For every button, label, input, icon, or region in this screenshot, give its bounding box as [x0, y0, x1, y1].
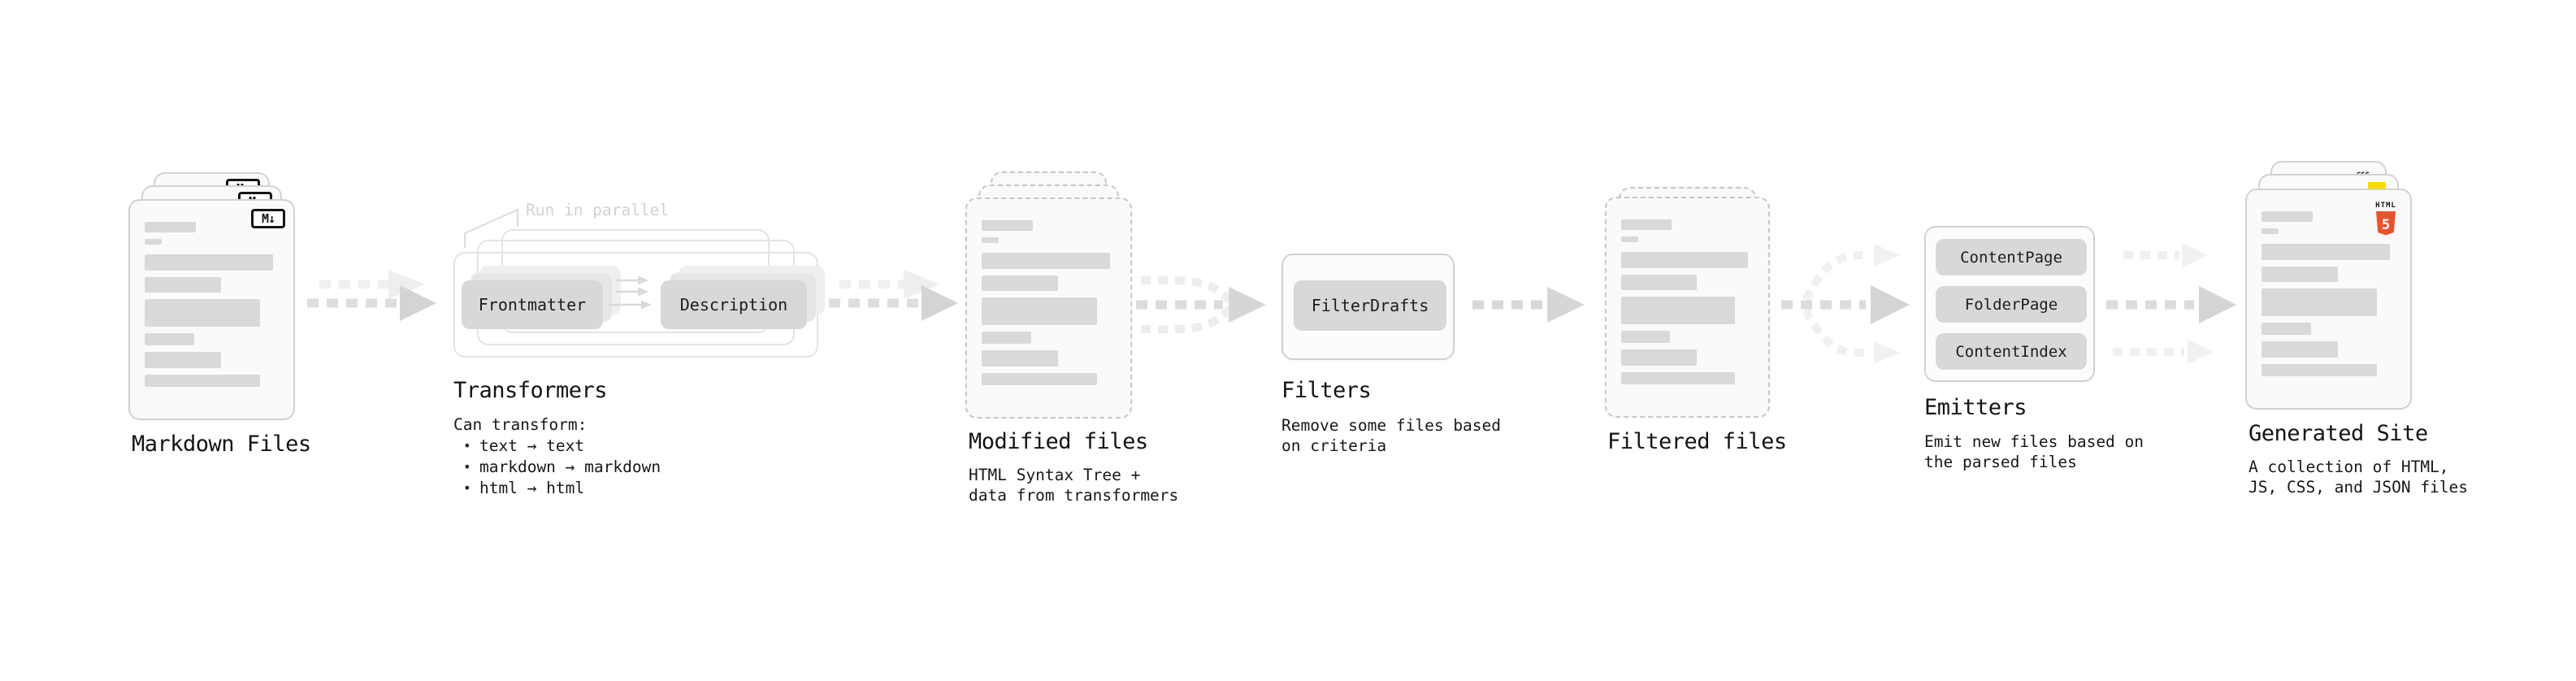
- text-placeholder-bar: [145, 375, 260, 387]
- text-placeholder-bar: [982, 275, 1059, 291]
- arrow-transformers-to-modified: [829, 270, 958, 321]
- subtitle-line: A collection of HTML,: [2249, 458, 2449, 476]
- html5-shield: 5: [2376, 211, 2396, 236]
- subtitle-line: on criteria: [1281, 436, 1387, 455]
- bullet-item: text → text: [453, 436, 661, 457]
- node-label: ContentPage: [1960, 248, 2062, 267]
- stage-title-markdown-files: Markdown Files: [132, 432, 311, 457]
- arrow-filtered-to-emitters: [1781, 244, 1910, 364]
- node-label: ContentIndex: [1955, 342, 2067, 361]
- arrow-filters-to-filtered: [1472, 287, 1585, 323]
- markdown-icon-label: M↓: [261, 211, 275, 226]
- doc-content-placeholder: [1621, 219, 1754, 384]
- node-label: FolderPage: [1964, 295, 2058, 314]
- node-label: FilterDrafts: [1311, 296, 1429, 315]
- doc-content-placeholder: [2262, 211, 2396, 376]
- subtitle-line: Can transform:: [453, 415, 588, 434]
- doc-content-placeholder: [982, 220, 1116, 385]
- text-placeholder-bar: [1621, 219, 1672, 230]
- stage-subtitle-filters: Remove some files based on criteria: [1281, 415, 1501, 456]
- text-placeholder-bar: [2262, 341, 2339, 358]
- subtitle-line: HTML Syntax Tree +: [969, 466, 1141, 484]
- filtered-file-stack: [1605, 187, 1770, 419]
- text-placeholder-bar: [145, 239, 163, 245]
- js-icon: [2368, 182, 2386, 191]
- stage-subtitle-transformers: Can transform:: [453, 414, 587, 435]
- text-placeholder-bar: [1621, 275, 1697, 290]
- markdown-icon: M↓: [251, 209, 285, 228]
- bullet-item: markdown → markdown: [453, 457, 661, 478]
- stage-title-filters: Filters: [1281, 378, 1372, 403]
- modified-file-stack: [965, 171, 1132, 419]
- text-placeholder-bar: [2262, 288, 2377, 316]
- text-placeholder-bar: [982, 220, 1033, 231]
- generated-site-card-html: HTML 5: [2245, 189, 2412, 410]
- text-placeholder-bar: [2262, 267, 2339, 282]
- emitter-node-contentpage: ContentPage: [1936, 239, 2087, 275]
- subtitle-line: Emit new files based on: [1924, 432, 2144, 451]
- filtered-file-card-front: [1605, 197, 1770, 418]
- text-placeholder-bar: [145, 277, 222, 293]
- text-placeholder-bar: [1621, 252, 1749, 268]
- bullet-item: html → html: [453, 478, 661, 499]
- text-placeholder-bar: [2262, 228, 2279, 234]
- stage-subtitle-generated-site: A collection of HTML, JS, CSS, and JSON …: [2249, 457, 2468, 497]
- stage-title-filtered-files: Filtered files: [1607, 429, 1787, 454]
- generated-site-stack: CSS HTML 5: [2245, 161, 2412, 410]
- subtitle-line: Remove some files based: [1281, 416, 1502, 435]
- stage-title-generated-site: Generated Site: [2249, 421, 2428, 446]
- subtitle-line: the parsed files: [1924, 453, 2077, 471]
- text-placeholder-bar: [1621, 372, 1736, 384]
- html5-icon-numeral: 5: [2382, 217, 2390, 233]
- modified-file-card-front: [965, 197, 1132, 419]
- emitters-panel: ContentPage FolderPage ContentIndex: [1924, 226, 2095, 382]
- markdown-file-stack: M↓ M↓ M↓: [128, 172, 295, 420]
- arrow-modified-to-filters: [1136, 276, 1266, 333]
- html5-icon: HTML 5: [2371, 197, 2400, 236]
- text-placeholder-bar: [145, 333, 195, 345]
- stage-subtitle-modified-files: HTML Syntax Tree + data from transformer…: [969, 465, 1178, 505]
- emitter-node-contentindex: ContentIndex: [1936, 333, 2087, 370]
- text-placeholder-bar: [982, 253, 1111, 269]
- text-placeholder-bar: [2262, 211, 2313, 222]
- text-placeholder-bar: [145, 352, 222, 368]
- filters-panel: FilterDrafts: [1281, 254, 1455, 360]
- subtitle-line: JS, CSS, and JSON files: [2249, 478, 2469, 497]
- text-placeholder-bar: [982, 350, 1059, 367]
- transformer-node-frontmatter: Frontmatter: [462, 280, 603, 329]
- stage-title-modified-files: Modified files: [969, 429, 1148, 454]
- html5-icon-wordmark: HTML: [2375, 202, 2396, 210]
- text-placeholder-bar: [1621, 349, 1697, 366]
- node-label: Description: [679, 295, 788, 314]
- subtitle-line: data from transformers: [969, 486, 1179, 505]
- text-placeholder-bar: [982, 332, 1032, 344]
- text-placeholder-bar: [982, 373, 1097, 385]
- arrow-emitters-to-generated: [2106, 243, 2236, 364]
- stage-title-transformers: Transformers: [453, 378, 608, 403]
- filter-node-filterdrafts: FilterDrafts: [1294, 280, 1446, 331]
- text-placeholder-bar: [982, 237, 1000, 243]
- run-in-parallel-annotation: Run in parallel: [526, 201, 670, 219]
- transformer-node-description: Description: [661, 280, 807, 329]
- text-placeholder-bar: [1621, 331, 1671, 343]
- text-placeholder-bar: [145, 254, 274, 271]
- text-placeholder-bar: [1621, 236, 1639, 242]
- node-label: Frontmatter: [478, 295, 587, 314]
- arrow-markdown-to-transformers: [307, 270, 436, 321]
- text-placeholder-bar: [2262, 364, 2377, 376]
- emitter-node-folderpage: FolderPage: [1936, 286, 2087, 323]
- stage-title-emitters: Emitters: [1924, 395, 2027, 420]
- text-placeholder-bar: [2262, 244, 2391, 260]
- transformers-bullet-list: text → text markdown → markdown html → h…: [453, 436, 661, 499]
- text-placeholder-bar: [145, 222, 196, 232]
- text-placeholder-bar: [145, 299, 260, 327]
- doc-content-placeholder: [145, 222, 279, 387]
- text-placeholder-bar: [982, 297, 1097, 325]
- text-placeholder-bar: [2262, 323, 2312, 335]
- text-placeholder-bar: [1621, 297, 1736, 324]
- stage-subtitle-emitters: Emit new files based on the parsed files: [1924, 432, 2144, 472]
- markdown-file-card-front: M↓: [128, 199, 295, 420]
